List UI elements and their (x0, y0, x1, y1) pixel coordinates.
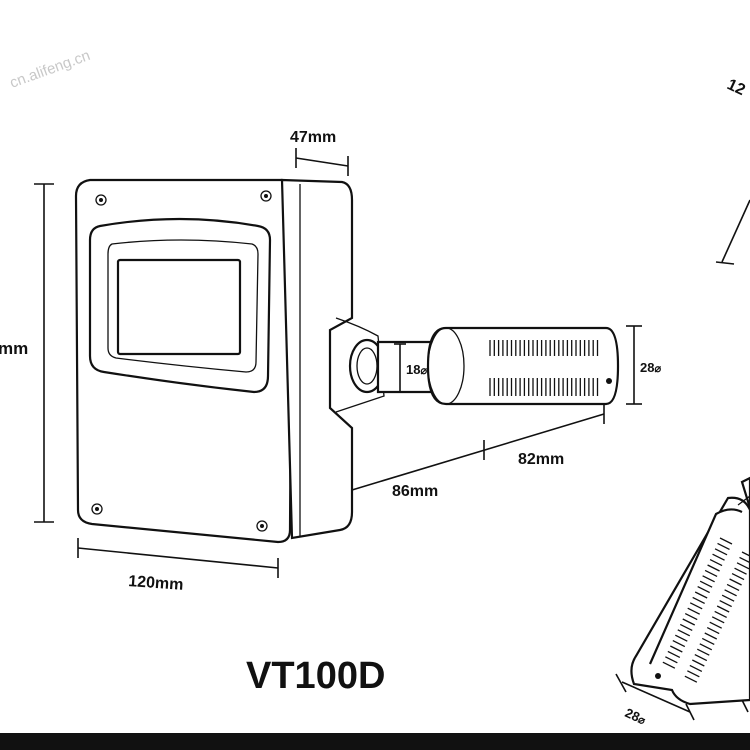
svg-text:28⌀: 28⌀ (640, 360, 661, 375)
vent-slot (736, 562, 750, 570)
vent-slot (672, 640, 686, 648)
vent-slot (694, 591, 708, 599)
vent-slot (667, 650, 681, 658)
probe-assembly (376, 326, 620, 406)
vent-slot (721, 594, 735, 602)
vent-slot (716, 605, 730, 613)
dim-depth-label: 47mm (290, 129, 336, 146)
vent-slot (717, 542, 730, 550)
dim-height: mm (0, 183, 54, 523)
vent-slot (662, 661, 676, 669)
vent-slot (702, 575, 715, 583)
vent-slot (731, 573, 745, 581)
vent-slot (724, 589, 737, 597)
housing (74, 178, 386, 544)
dim-probe-length-label: 82mm (518, 451, 564, 468)
vent-slot (711, 616, 725, 624)
dim-pipe-label: 18 (406, 362, 420, 377)
vent-slot (682, 618, 696, 626)
vent-slot (726, 583, 740, 591)
vent-slot (689, 602, 703, 610)
screw-icon (655, 673, 661, 679)
vent-slot (712, 553, 725, 561)
side-probe (740, 476, 750, 509)
bottom-bar (0, 733, 750, 750)
vent-slot (692, 659, 705, 667)
diameter-symbol: ⌀ (654, 363, 661, 375)
screw-icon (606, 378, 612, 384)
screw-icon (95, 194, 107, 206)
vent-slot (692, 596, 705, 604)
vent-slots (489, 340, 599, 396)
vent-slot (696, 648, 710, 656)
vent-slot (714, 548, 728, 556)
side-dia-label: 28 (623, 705, 642, 725)
vent-slot (729, 578, 742, 586)
vent-slot (684, 675, 698, 683)
vent-slot (670, 645, 683, 653)
dim-pipe-diameter: 18⌀ (394, 343, 427, 393)
dim-probe-label: 28 (640, 360, 654, 375)
dim-width-label: 120mm (128, 573, 184, 594)
vent-slot (684, 613, 698, 621)
vent-slot (707, 564, 720, 572)
vent-slot (697, 586, 710, 594)
vent-slot (709, 559, 723, 567)
vent-slot (704, 569, 718, 577)
watermark-text: cn.alifeng.cn (8, 47, 93, 92)
screw-icon (256, 520, 268, 532)
vent-slot (687, 670, 700, 678)
vent-slot (734, 567, 747, 575)
vent-slot (674, 634, 688, 642)
vent-slot (701, 637, 715, 645)
side-vent-slots (662, 537, 750, 683)
svg-text:28⌀: 28⌀ (623, 705, 649, 727)
dim-total-length-label: 86mm (392, 483, 438, 500)
vent-slot (677, 629, 691, 637)
vent-slot (719, 600, 732, 608)
screw-icon (91, 503, 103, 515)
svg-text:18⌀: 18⌀ (406, 362, 427, 377)
vent-slot (699, 580, 713, 588)
diameter-symbol: ⌀ (636, 714, 647, 728)
display-screen (116, 258, 242, 356)
vent-slot (689, 664, 703, 672)
side-view: 12 28⌀ (615, 76, 750, 727)
vent-slot (706, 627, 720, 635)
vent-slot (699, 643, 713, 651)
vent-slot (679, 623, 693, 631)
vent-slot (719, 537, 733, 545)
housing-side (280, 178, 354, 540)
vent-slot (741, 551, 750, 557)
vent-slot (665, 656, 678, 664)
diameter-symbol: ⌀ (420, 365, 427, 377)
dim-lengths: 82mm 86mm (351, 404, 605, 500)
vent-slot (709, 621, 722, 629)
vent-slot (704, 632, 718, 640)
vent-slot (687, 607, 700, 615)
dim-width: 120mm (77, 538, 279, 594)
dim-height-label: mm (0, 339, 28, 358)
dim-probe-diameter: 28⌀ (626, 325, 661, 405)
screw-icon (260, 190, 272, 202)
vent-slot (694, 654, 708, 662)
dim-depth: 47mm (290, 129, 349, 176)
vent-slot (714, 610, 727, 618)
side-top-label: 12 (724, 76, 747, 99)
model-name: VT100D (246, 655, 385, 697)
